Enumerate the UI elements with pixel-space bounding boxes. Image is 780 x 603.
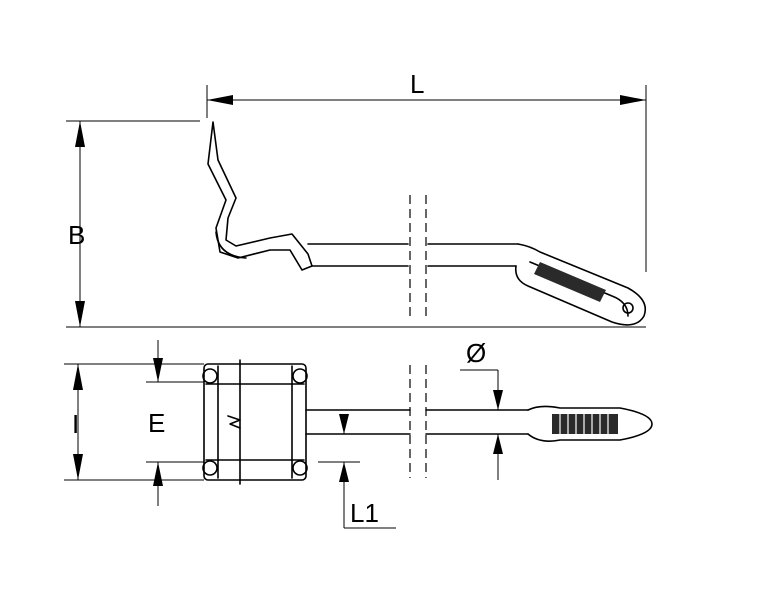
- handle-plan: [527, 405, 653, 442]
- head-frame: [203, 363, 307, 481]
- side-view: L B: [66, 69, 647, 328]
- dim-label-diameter: Ø: [466, 338, 486, 368]
- handle: [514, 243, 647, 326]
- claw-tip-arc: [215, 231, 247, 259]
- plan-view: I E L1 Ø: [64, 338, 653, 529]
- hang-hole: [622, 302, 634, 314]
- dim-label-E: E: [148, 408, 165, 438]
- dim-label-I: I: [72, 409, 79, 439]
- dim-label-L1: L1: [350, 498, 379, 528]
- claw-head: [207, 121, 313, 271]
- claw-roller-bottom: [202, 460, 218, 476]
- grip-texture: [534, 262, 606, 302]
- dim-label-B: B: [68, 220, 85, 250]
- claw-roller-top: [202, 368, 218, 384]
- dim-label-L: L: [410, 69, 424, 99]
